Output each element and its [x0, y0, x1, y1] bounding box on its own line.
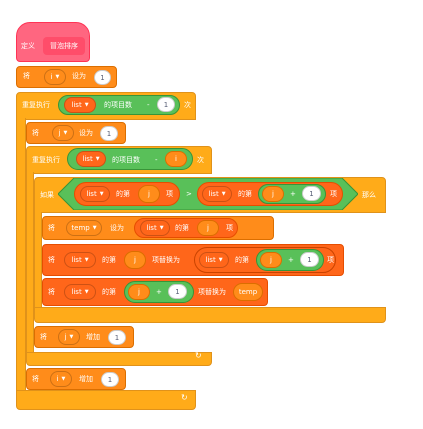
if-left-item: 项 [166, 190, 173, 198]
repeat-inner-minus-label: - [155, 156, 158, 164]
chevron-down-icon: ▼ [84, 102, 89, 108]
set-j-value-input[interactable]: 1 [100, 126, 118, 141]
repeat-outer-minus-label: - [147, 101, 150, 109]
repeat-outer-times: 次 [184, 101, 191, 109]
chevron-down-icon: ▼ [63, 130, 68, 136]
chevron-down-icon: ▼ [92, 225, 97, 231]
change-i-op: 增加 [79, 375, 93, 383]
chevron-down-icon: ▼ [218, 257, 223, 263]
set-temp-op: 设为 [110, 224, 124, 232]
chevron-down-icon: ▼ [221, 191, 226, 197]
if-arm [34, 212, 42, 308]
if-keyword: 如果 [40, 191, 54, 199]
replace1-keyword: 将 [48, 256, 55, 264]
replace1-of2: 的第 [235, 256, 249, 264]
if-right-of: 的第 [238, 190, 252, 198]
if-gt: > [186, 190, 192, 198]
set-j-op: 设为 [79, 129, 93, 137]
chevron-down-icon: ▼ [84, 289, 89, 295]
if-right-plus: + [290, 190, 296, 198]
repeat-outer-value-input[interactable]: 1 [157, 97, 175, 112]
set-temp-list-dropdown[interactable]: list▼ [140, 220, 170, 236]
repeat-inner-arrow-icon: ↻ [195, 351, 202, 360]
if-right-list-dropdown[interactable]: list▼ [202, 186, 232, 202]
set-temp-var-dropdown[interactable]: temp▼ [66, 220, 102, 236]
set-i-block[interactable] [16, 66, 117, 88]
replace1-item: 项 [327, 256, 334, 264]
set-temp-item: 项 [226, 224, 233, 232]
replace2-j-reporter[interactable]: j [128, 284, 150, 300]
repeat-inner-bottom [26, 352, 212, 366]
if-right-value-input[interactable]: 1 [302, 186, 321, 201]
chevron-down-icon: ▼ [69, 334, 74, 340]
change-i-value-input[interactable]: 1 [101, 372, 119, 387]
if-right-j-reporter[interactable]: j [262, 186, 284, 202]
chevron-down-icon: ▼ [61, 376, 66, 382]
repeat-outer-keyword: 重复执行 [22, 101, 50, 109]
repeat-outer-arrow-icon: ↻ [181, 393, 188, 402]
set-temp-j-reporter[interactable]: j [197, 220, 219, 236]
set-i-value-input[interactable]: 1 [94, 70, 111, 85]
if-right-item: 项 [330, 190, 337, 198]
repeat-inner-arm [26, 172, 34, 352]
repeat-inner-keyword: 重复执行 [32, 156, 60, 164]
replace2-list-dropdown[interactable]: list▼ [64, 284, 96, 300]
replace1-list2-dropdown[interactable]: list▼ [199, 252, 229, 268]
repeat-outer-item-count-label: 的项目数 [104, 101, 132, 109]
change-i-keyword: 将 [32, 375, 39, 383]
replace2-of: 的第 [102, 288, 116, 296]
replace1-list-dropdown[interactable]: list▼ [64, 252, 96, 268]
repeat-inner-times: 次 [197, 156, 204, 164]
define-keyword: 定义 [21, 42, 35, 50]
replace2-keyword: 将 [48, 288, 55, 296]
change-j-var-dropdown[interactable]: j▼ [58, 329, 80, 345]
replace2-plus: + [156, 288, 162, 296]
chevron-down-icon: ▼ [159, 225, 164, 231]
set-i-var-dropdown[interactable]: i▼ [44, 69, 66, 85]
set-j-keyword: 将 [32, 129, 39, 137]
define-name: 冒泡排序 [43, 37, 85, 55]
chevron-down-icon: ▼ [99, 191, 104, 197]
replace1-j-reporter[interactable]: j [124, 251, 146, 269]
replace2-value-input[interactable]: 1 [168, 284, 187, 299]
repeat-inner-i-reporter[interactable]: i [165, 151, 187, 167]
replace1-of: 的第 [102, 256, 116, 264]
if-left-list-dropdown[interactable]: list▼ [80, 186, 110, 202]
chevron-down-icon: ▼ [95, 156, 100, 162]
repeat-inner-item-count-label: 的项目数 [112, 156, 140, 164]
replace2-temp-reporter[interactable]: temp [233, 283, 263, 301]
chevron-down-icon: ▼ [84, 257, 89, 263]
if-bottom [34, 307, 386, 323]
set-i-op: 设为 [72, 72, 86, 80]
repeat-inner-list-dropdown[interactable]: list▼ [76, 151, 106, 167]
if-left-j-reporter[interactable]: j [138, 185, 160, 203]
change-j-keyword: 将 [40, 333, 47, 341]
change-i-var-dropdown[interactable]: i▼ [50, 371, 72, 387]
set-i-keyword: 将 [23, 72, 30, 80]
repeat-outer-list-dropdown[interactable]: list▼ [64, 97, 96, 113]
repeat-outer-arm [16, 118, 26, 390]
set-temp-of: 的第 [175, 224, 189, 232]
set-temp-keyword: 将 [48, 224, 55, 232]
change-j-value-input[interactable]: 1 [108, 330, 126, 345]
if-left-of: 的第 [116, 190, 130, 198]
chevron-down-icon: ▼ [55, 74, 60, 80]
if-then: 那么 [362, 191, 376, 199]
replace2-replace: 项替换为 [198, 288, 226, 296]
set-j-var-dropdown[interactable]: j▼ [52, 125, 74, 141]
replace1-j2-reporter[interactable]: j [260, 252, 282, 268]
repeat-outer-bottom [16, 390, 196, 410]
replace1-plus: + [288, 256, 294, 264]
replace1-replace: 项替换为 [152, 256, 180, 264]
change-j-op: 增加 [86, 333, 100, 341]
replace1-value-input[interactable]: 1 [300, 252, 319, 267]
